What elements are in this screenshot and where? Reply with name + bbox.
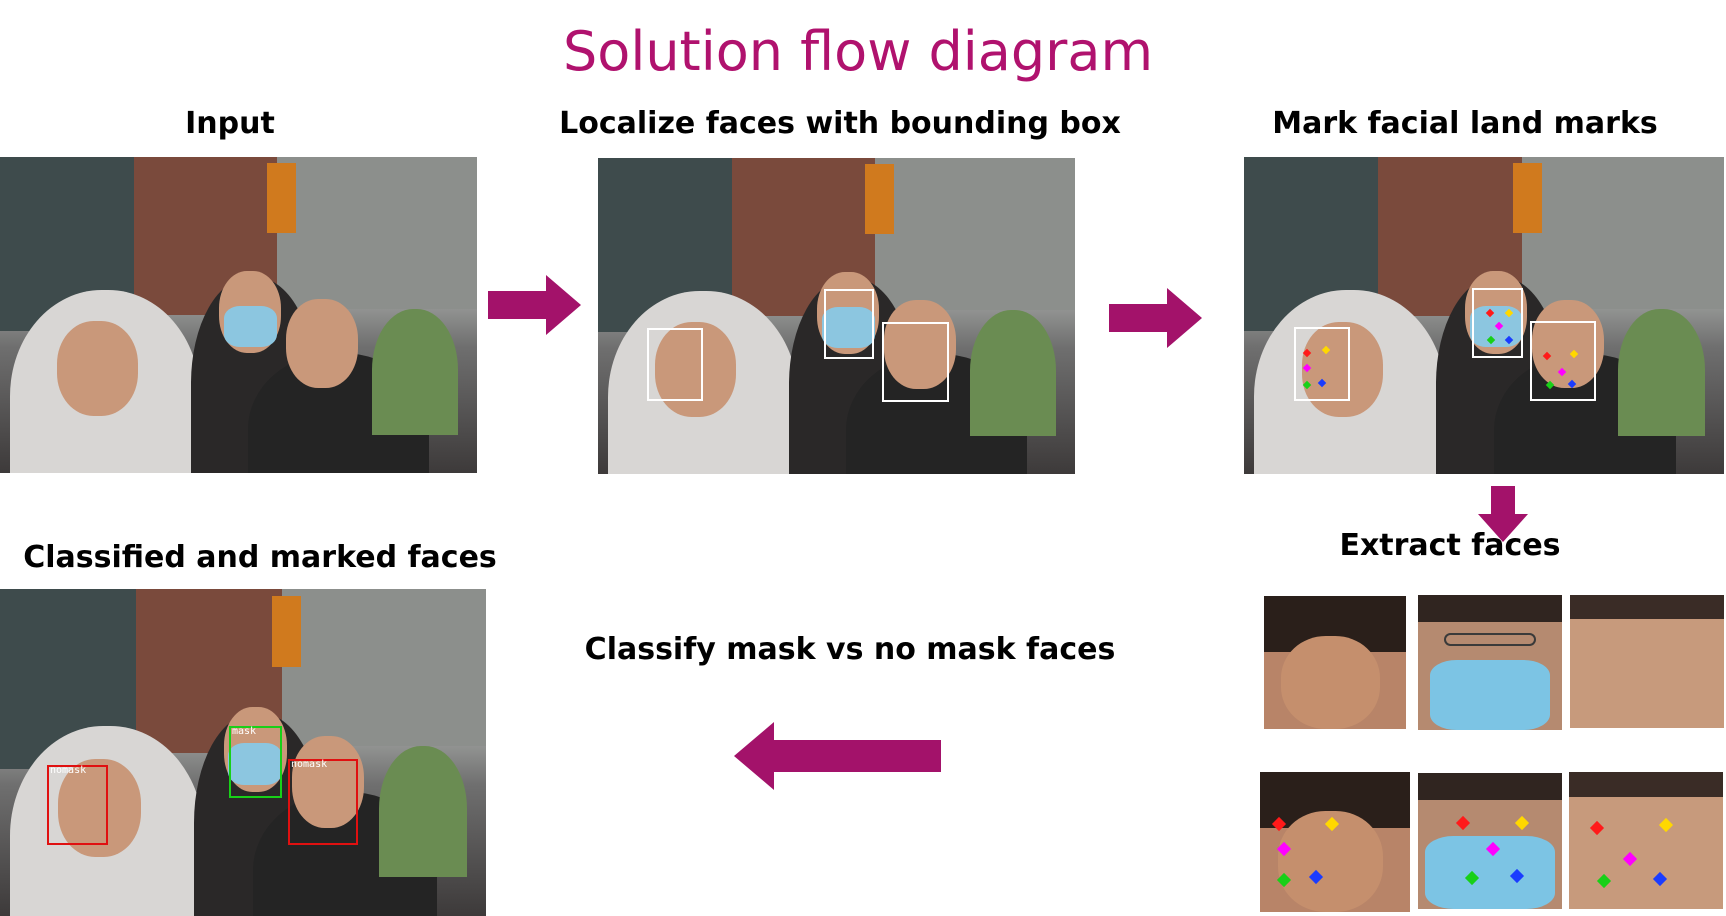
box-label-middle: mask (232, 726, 257, 737)
landmark-face-3 (1569, 772, 1723, 909)
bbox-middle (1472, 288, 1523, 358)
bbox-right (882, 322, 949, 402)
bbox-left (647, 328, 703, 401)
localize-image (598, 158, 1075, 474)
input-image (0, 157, 477, 473)
label-landmarks: Mark facial land marks (1272, 106, 1658, 141)
arrow-down (1478, 486, 1528, 542)
label-classify: Classify mask vs no mask faces (584, 632, 1116, 667)
bbox-nomask-right (288, 759, 358, 845)
arrow-right-1 (488, 275, 581, 335)
landmark-face-1 (1260, 772, 1410, 912)
landmarks-image (1244, 157, 1724, 474)
bbox-nomask-left (47, 765, 108, 845)
box-label-left: nomask (50, 765, 87, 776)
label-input: Input (185, 106, 275, 141)
bbox-mask-middle (229, 726, 282, 798)
label-extract: Extract faces (1339, 528, 1561, 563)
arrow-left (734, 722, 941, 790)
extracted-face-2 (1418, 595, 1562, 730)
bbox-left (1294, 327, 1350, 401)
extracted-face-1 (1264, 596, 1406, 729)
box-label-right: nomask (291, 759, 328, 770)
bbox-right (1530, 321, 1596, 401)
landmark-face-2 (1418, 773, 1562, 909)
extracted-face-3 (1570, 595, 1724, 728)
classified-image: nomask mask nomask (0, 589, 486, 916)
bbox-middle (824, 289, 874, 359)
label-classified: Classified and marked faces (23, 540, 497, 575)
label-localize: Localize faces with bounding box (559, 106, 1121, 141)
arrow-right-2 (1109, 288, 1202, 348)
